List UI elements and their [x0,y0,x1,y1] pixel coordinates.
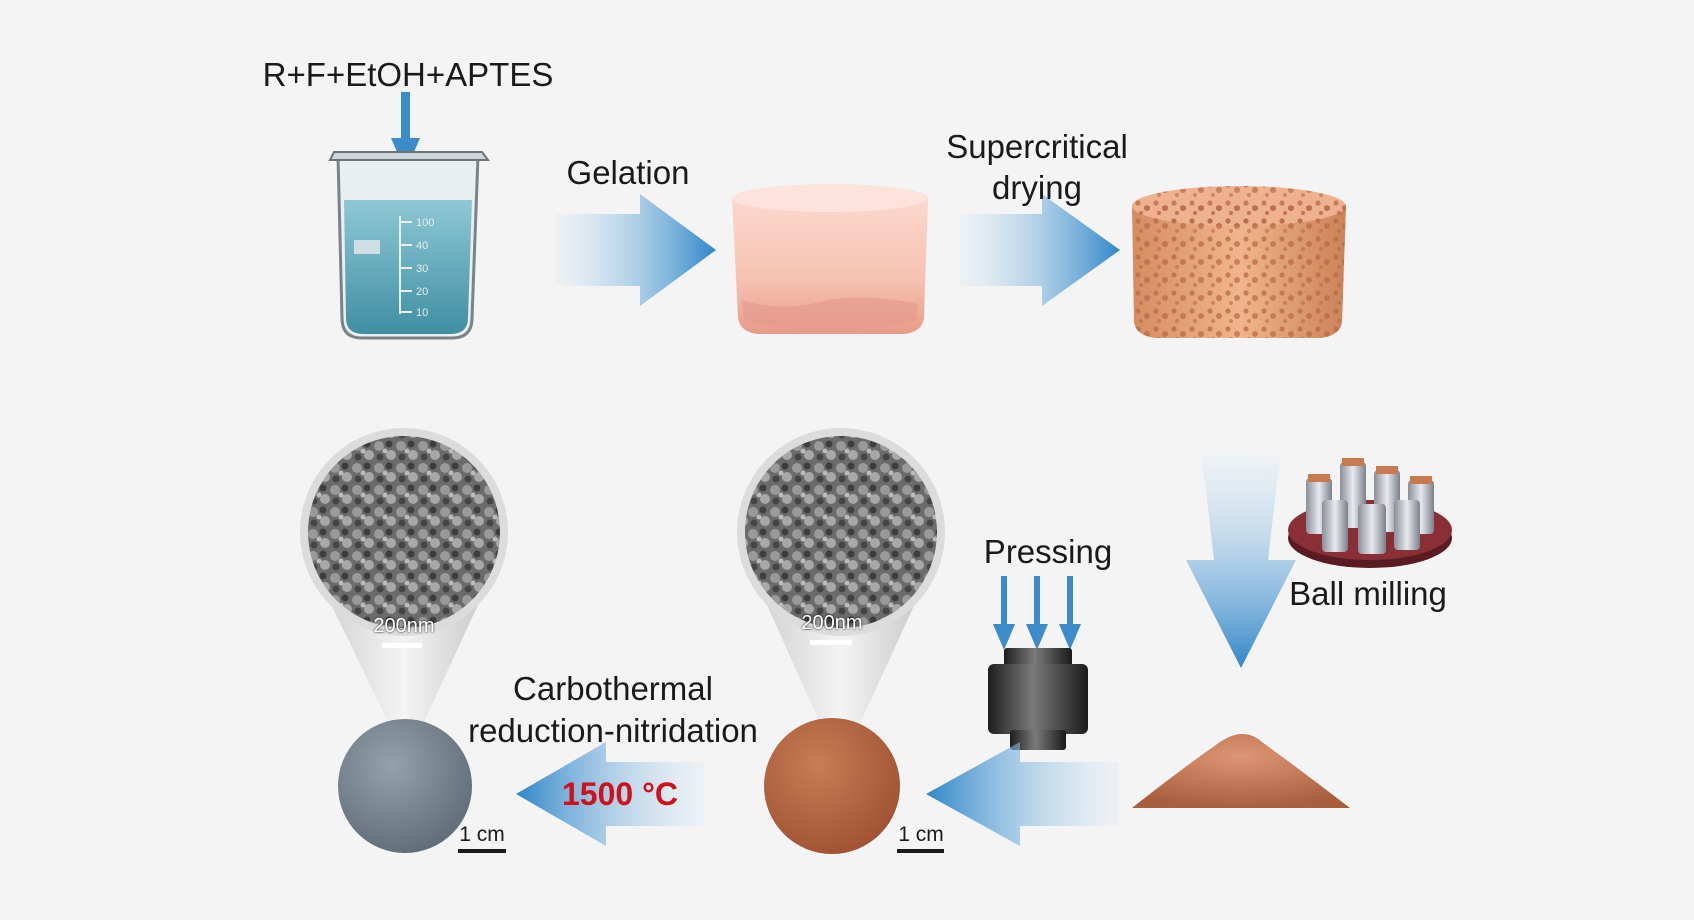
sem-right-scale-label: 200nm [801,612,863,634]
carbothermal-arrow [516,742,704,846]
supercritical-drying-arrow [960,194,1120,306]
beaker-icon: 100 40 30 20 10 [328,151,490,340]
ball-mill-icon [1288,458,1452,568]
pellet-right-scale-label: 1 cm [898,823,944,846]
sem-left-scale-label: 200nm [373,615,435,637]
sem-inset-grey [300,428,508,730]
pellet-left-scale-bar [458,849,506,853]
sem-inset-brown [737,428,945,732]
pellet-left-scale-label: 1 cm [459,823,505,846]
grey-pellet [338,719,472,853]
gelation-label: Gelation [566,154,690,191]
carbothermal-label-line1: Carbothermal [513,670,713,707]
beaker-mark-20: 20 [416,286,428,298]
temperature-label: 1500 °C [562,776,678,812]
pressing-flow-arrow [926,742,1118,846]
beaker-mark-100: 100 [416,217,434,229]
pressing-arrows [993,576,1081,650]
powder-pile [1132,734,1350,808]
aerogel-monolith [1132,186,1346,338]
beaker-mark-40: 40 [416,240,428,252]
reagents-label: R+F+EtOH+APTES [262,56,554,93]
ball-milling-arrow [1186,456,1296,668]
supercritical-label-line2: drying [992,169,1082,206]
brown-pellet [764,718,900,854]
supercritical-label-line1: Supercritical [946,128,1128,165]
pressing-die-icon [988,648,1088,750]
carbothermal-label-line2: reduction-nitridation [468,712,758,749]
gelation-arrow [556,194,716,306]
gel-monolith [732,184,928,334]
pressing-label: Pressing [983,533,1113,570]
pellet-right-scale-bar [897,849,944,853]
ball-milling-label: Ball milling [1289,575,1447,612]
beaker-mark-10: 10 [416,307,428,319]
beaker-mark-30: 30 [416,263,428,275]
